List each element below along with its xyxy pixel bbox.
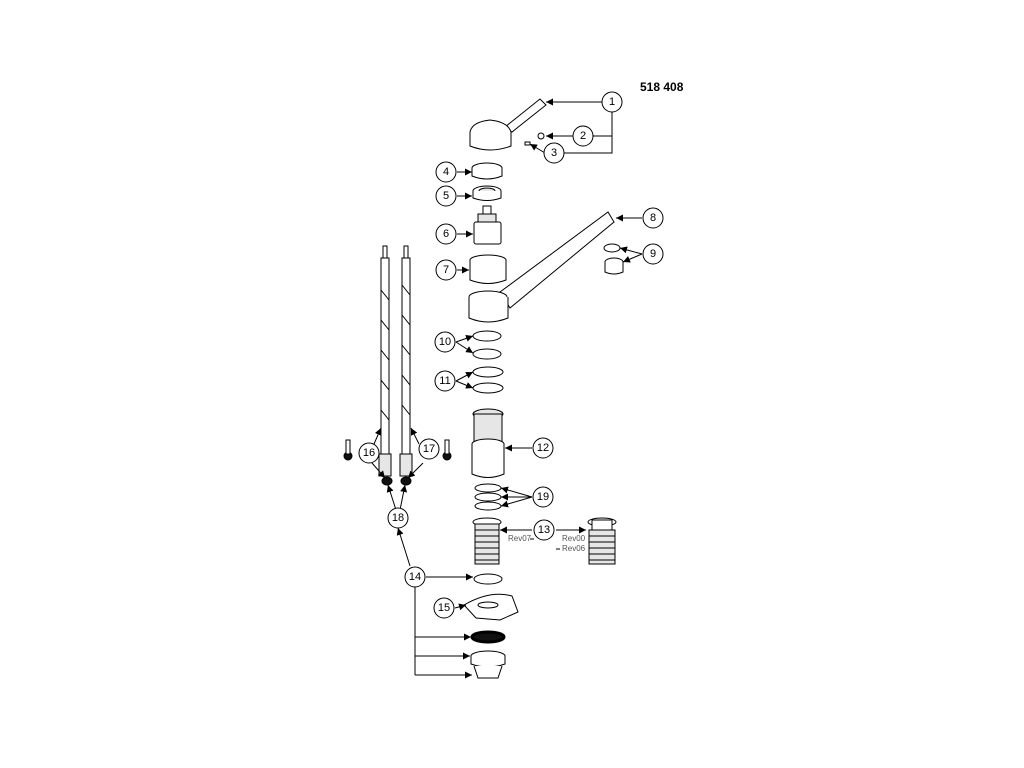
svg-text:19: 19: [537, 491, 549, 503]
o-rings-11: [472, 366, 504, 394]
o-rings-10: [472, 330, 502, 360]
callout-3: 3: [543, 142, 565, 164]
svg-text:14: 14: [409, 571, 421, 583]
set-screw: [537, 132, 545, 140]
svg-text:15: 15: [438, 602, 450, 614]
svg-text:7: 7: [443, 264, 449, 276]
callout-16: 16: [358, 442, 380, 464]
svg-text:2: 2: [580, 130, 586, 142]
callout-5: 5: [435, 185, 457, 207]
callout-7: 7: [435, 259, 457, 281]
callout-18: 18: [387, 507, 409, 529]
svg-text:11: 11: [439, 375, 450, 387]
rev-label-00: Rev00: [562, 534, 586, 543]
svg-text:13: 13: [538, 524, 550, 536]
svg-text:6: 6: [443, 228, 449, 240]
o-rings-19: [474, 483, 502, 511]
base-gasket: [470, 630, 506, 644]
callout-2: 2: [572, 125, 594, 147]
callout-9: 9: [642, 243, 664, 265]
callout-8: 8: [642, 207, 664, 229]
spout: [468, 211, 615, 323]
svg-text:3: 3: [551, 147, 557, 159]
hose-fittings: [381, 476, 412, 486]
threaded-stud-rev07: [472, 517, 502, 565]
flex-hose-right: [399, 245, 413, 477]
callout-4: 4: [435, 161, 457, 183]
svg-text:9: 9: [650, 248, 656, 260]
callout-13: 13: [533, 519, 555, 541]
callout-1: 1: [601, 91, 623, 113]
handle-lever: [469, 98, 547, 151]
callout-6: 6: [435, 223, 457, 245]
rev-label-06: Rev06: [562, 544, 586, 553]
threaded-stud-rev00: [587, 517, 617, 565]
rev-label-07: Rev07: [508, 534, 532, 543]
callout-19: 19: [532, 486, 554, 508]
aerator: [604, 257, 624, 275]
cover-cap: [524, 141, 531, 146]
callout-10: 10: [434, 331, 456, 353]
callout-14: 14: [404, 566, 426, 588]
svg-text:17: 17: [423, 443, 435, 455]
svg-text:8: 8: [650, 212, 656, 224]
callout-12: 12: [532, 437, 554, 459]
base-o-ring: [473, 573, 503, 585]
hot-cold-indicators: [343, 439, 452, 461]
cartridge-nut: [472, 185, 502, 201]
flex-hose-left: [378, 245, 392, 477]
svg-text:10: 10: [439, 336, 451, 348]
cover-ring: [471, 162, 503, 180]
body-column: [471, 408, 505, 478]
svg-text:12: 12: [537, 442, 549, 454]
svg-text:16: 16: [363, 447, 375, 459]
leader-lines: [371, 98, 643, 679]
cartridge: [473, 205, 502, 245]
aerator-seal: [603, 243, 621, 253]
svg-text:4: 4: [443, 166, 449, 178]
base-plate: [463, 593, 519, 621]
svg-text:5: 5: [443, 190, 449, 202]
sleeve: [469, 254, 507, 284]
callout-17: 17: [418, 438, 440, 460]
callout-11: 11: [434, 370, 456, 392]
part-number: 518 408: [640, 80, 684, 94]
svg-text:18: 18: [392, 512, 404, 524]
fixing-nut: [470, 650, 506, 679]
callout-15: 15: [433, 597, 455, 619]
svg-text:1: 1: [609, 96, 615, 108]
